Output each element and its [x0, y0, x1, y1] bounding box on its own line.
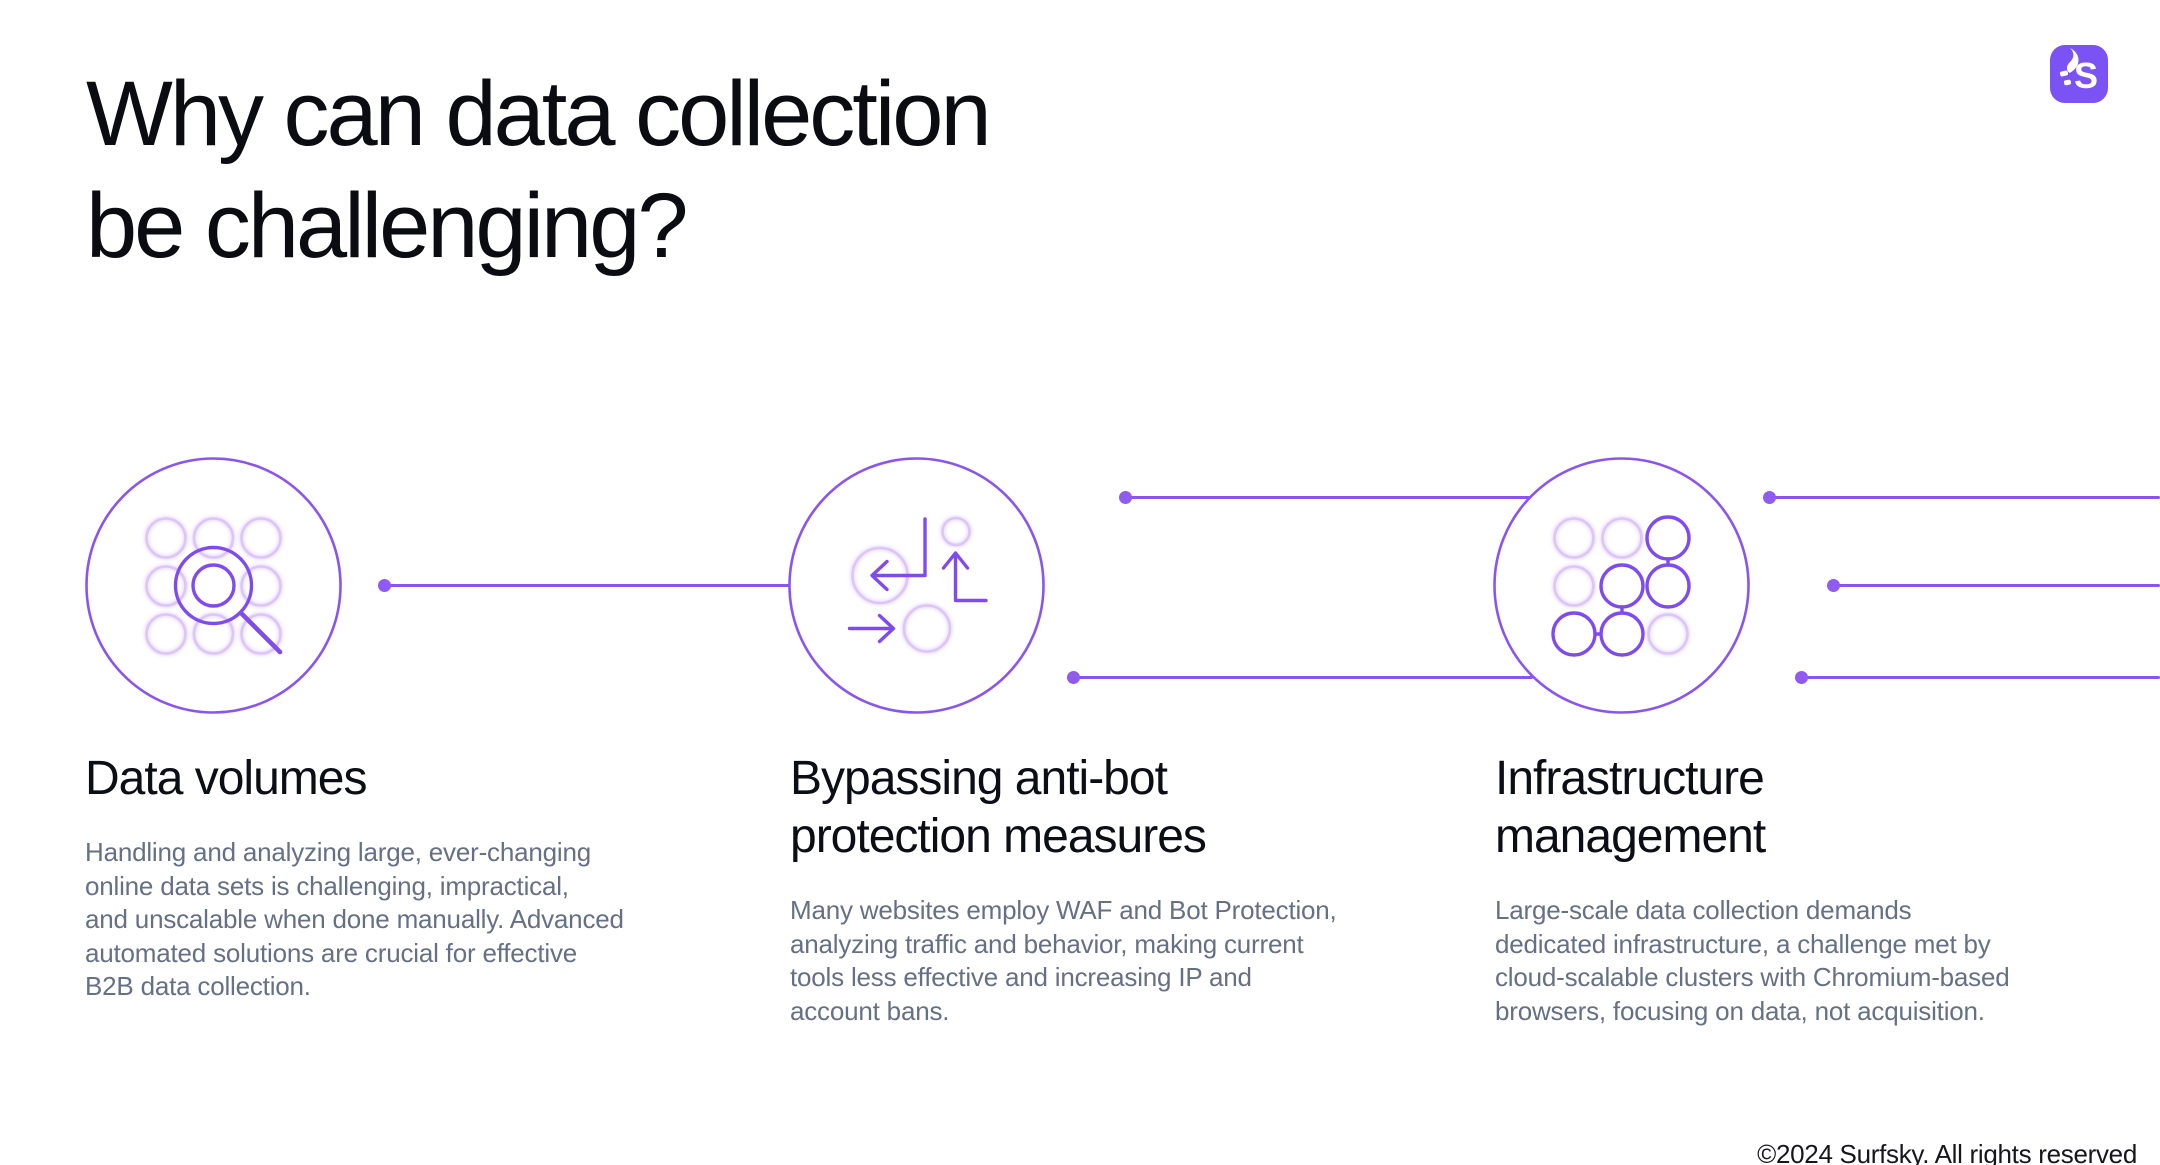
infrastructure-cluster-icon	[1493, 457, 1750, 714]
connector-line	[1119, 490, 1530, 504]
copyright-text: ©2024 Surfsky. All rights reserved	[1757, 1139, 2137, 1165]
column-heading: Bypassing anti-bot protection measures	[790, 752, 1207, 863]
column-body: Handling and analyzing large, ever-chang…	[85, 837, 624, 1001]
connector-line	[378, 579, 790, 592]
connector-line	[1795, 670, 2160, 684]
logo-letter: S	[2074, 55, 2098, 96]
page-title: Why can data collection be challenging?	[86, 63, 992, 277]
connector-line	[1763, 490, 2160, 504]
column-body: Many websites employ WAF and Bot Protect…	[790, 895, 1337, 1026]
column-body: Large-scale data collection demands dedi…	[1495, 895, 2010, 1026]
bypass-arrows-icon	[788, 457, 1045, 714]
column-heading: Infrastructure management	[1495, 752, 1766, 863]
surfsky-logo: S	[2049, 42, 2109, 104]
column-bypassing-anti-bot: Bypassing anti-bot protection measures M…	[790, 750, 1410, 1028]
surfsky-logo-icon: S	[2050, 45, 2108, 103]
connector-line	[1827, 579, 2160, 592]
column-heading: Data volumes	[85, 752, 367, 805]
connector-line	[1067, 670, 1533, 684]
column-data-volumes: Data volumes Handling and analyzing larg…	[85, 750, 705, 1004]
column-infrastructure-management: Infrastructure management Large-scale da…	[1495, 750, 2115, 1028]
data-volumes-search-grid-icon	[85, 457, 342, 714]
